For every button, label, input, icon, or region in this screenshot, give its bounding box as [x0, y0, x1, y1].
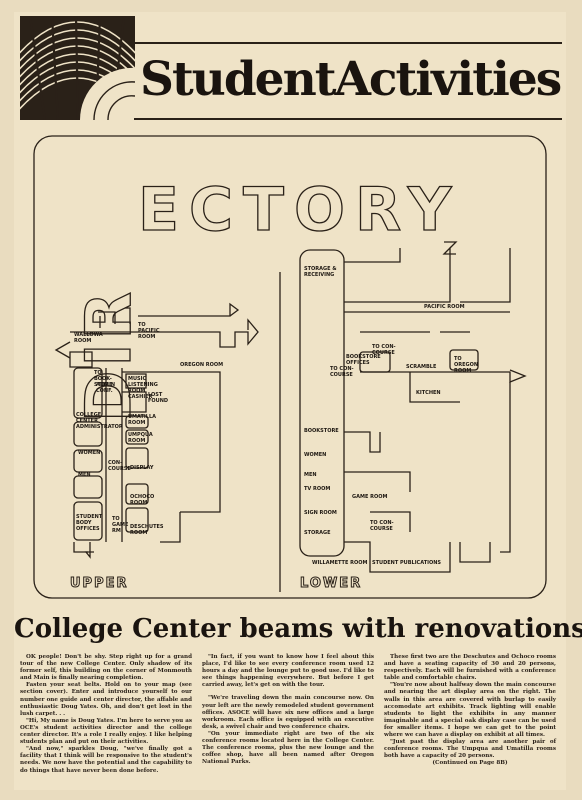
lower-caption: LOWER — [300, 576, 362, 591]
label-tv-room: TV ROOM — [304, 486, 331, 492]
label-storage-receiving: STORAGE & RECEIVING — [304, 266, 337, 278]
label-display: DISPLAY — [130, 465, 154, 471]
label-women-lower: WOMEN — [304, 452, 327, 458]
masthead-rule-top — [134, 42, 562, 44]
label-bookstore-offices: BOOKSTORE OFFICES — [346, 354, 381, 366]
label-men-upper: MEN — [78, 472, 91, 478]
paragraph: "And now," sparkles Doug, "we've finally… — [20, 746, 192, 774]
section-title: StudentActivities — [140, 52, 562, 107]
label-to-concourse-1: TO CON-COURSE — [372, 344, 396, 356]
masthead: StudentActivities — [14, 12, 566, 124]
label-to-oregon-room: TO OREGON ROOM — [454, 356, 479, 374]
article-column-2: "In fact, if you want to know how I feel… — [202, 654, 374, 766]
newspaper-page: StudentActivities — [14, 12, 582, 790]
directory-horizontal-text: ECTORY — [138, 175, 461, 245]
masthead-rule-bottom — [134, 118, 562, 120]
label-women-upper: WOMEN — [78, 450, 101, 456]
label-storage: STORAGE — [304, 530, 331, 536]
paragraph: "Just past the display area are another … — [384, 739, 556, 760]
paragraph: "In fact, if you want to know how I feel… — [202, 654, 374, 689]
label-umpqua-room: UMPQUA ROOM — [128, 432, 153, 444]
label-to-concourse-2: TO CON-COURSE — [330, 366, 354, 378]
article-body: OK people! Don't be shy. Step right up f… — [20, 654, 560, 790]
label-bookstore: BOOKSTORE — [304, 428, 339, 434]
label-willamette-room: WILLAMETTE ROOM — [312, 560, 368, 566]
label-student-body-offices: STUDENT BODY OFFICES — [76, 514, 103, 532]
label-umatilla-room: UMATILLA ROOM — [128, 414, 157, 426]
label-to-bookstore: TO BOOK-STORE — [94, 370, 113, 388]
label-oregon-room: OREGON ROOM — [180, 362, 224, 368]
label-sign-room: SIGN ROOM — [304, 510, 337, 516]
label-scramble: SCRAMBLE — [406, 364, 437, 370]
paragraph: OK people! Don't be shy. Step right up f… — [20, 654, 192, 682]
paragraph: These first two are the Deschutes and Oc… — [384, 654, 556, 682]
label-lost-found: LOST FOUND — [148, 392, 169, 404]
upper-caption: UPPER — [70, 576, 129, 591]
label-wallowa-room: WALLOWA ROOM — [74, 332, 103, 344]
label-admin-conf: ADMIN CONF. — [96, 382, 116, 394]
label-music-listening-room: MUSIC LISTENING ROOM — [128, 376, 158, 394]
label-to-pacific-room: TO PACIFIC ROOM — [138, 322, 160, 340]
label-concourse-upper: CON-COURSE — [108, 460, 131, 472]
article-column-1: OK people! Don't be shy. Step right up f… — [20, 654, 192, 775]
label-pacific-room: PACIFIC ROOM — [424, 304, 465, 310]
article-column-3: These first two are the Deschutes and Oc… — [384, 654, 556, 768]
paragraph: Fasten your seat belts. Hold on to your … — [20, 682, 192, 717]
label-college-center-administrator: COLLEGE CENTER ADMINISTRATOR — [76, 412, 123, 430]
label-to-concourse-3: TO CON-COURSE — [370, 520, 394, 532]
label-to-game-room: TO GAME RM — [112, 516, 129, 534]
article-headline: College Center beams with renovations — [14, 614, 582, 644]
label-student-publications: STUDENT PUBLICATIONS — [372, 560, 442, 566]
paragraph: "Hi, My name is Doug Yates. I'm here to … — [20, 717, 192, 746]
floor-plan-drawing — [33, 135, 547, 599]
label-game-room: GAME ROOM — [352, 494, 388, 500]
continued-notice: (Continued on Page 8B) — [432, 760, 508, 767]
label-deschutes-room: DESCHUTES ROOM — [130, 524, 164, 536]
label-kitchen: KITCHEN — [416, 390, 441, 396]
sunburst-logo — [20, 16, 135, 120]
label-ochoco-room: OCHOCO ROOM — [130, 494, 155, 506]
directory-lettering: DIR ECTORY UPPER LOWER — [70, 174, 461, 591]
paragraph: "We're traveling down the main concourse… — [202, 695, 374, 730]
label-cashier: CASHIER — [128, 394, 153, 400]
paragraph: "You're now about halfway down the main … — [384, 682, 556, 739]
paragraph: "On your immediate right are two of the … — [202, 730, 374, 766]
label-men-lower: MEN — [304, 472, 317, 478]
building-directory-map: DIR ECTORY UPPER LOWER TO PACIFIC ROOM W… — [30, 132, 550, 602]
directory-vertical-text: DIR — [72, 288, 145, 422]
